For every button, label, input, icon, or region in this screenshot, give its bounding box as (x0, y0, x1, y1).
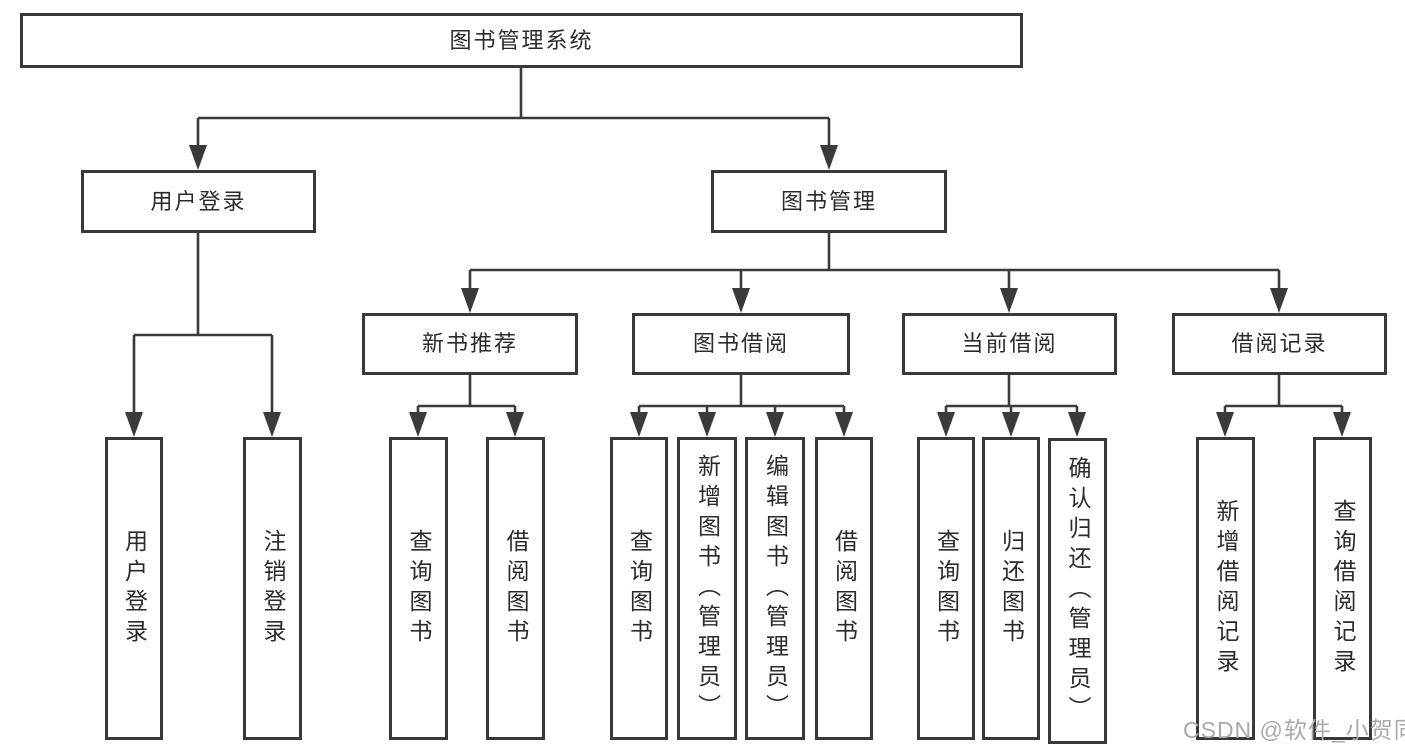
node-new-book-recommend-label: 新书推荐 (421, 331, 518, 356)
leaf-br-add-record-label: 新增借阅记录 (1213, 498, 1239, 679)
node-root-label: 图书管理系统 (449, 27, 594, 53)
leaf-cb-query-books: 查询图书 (917, 437, 975, 740)
node-root: 图书管理系统 (20, 13, 1023, 68)
leaf-br-query-record: 查询借阅记录 (1313, 437, 1372, 740)
node-borrowing-records-label: 借阅记录 (1231, 331, 1328, 356)
leaf-user-login: 用户登录 (105, 437, 163, 740)
leaf-cb-return-books: 归还图书 (982, 437, 1040, 740)
node-current-borrowing-label: 当前借阅 (961, 331, 1058, 356)
leaf-nbr-query-books-label: 查询图书 (406, 528, 432, 649)
leaf-bb-edit-book-admin-label: 编辑图书（管理员） (762, 453, 789, 724)
watermark: CSDN @软件_小贺同学 (1183, 717, 1405, 743)
leaf-cb-return-books-label: 归还图书 (998, 528, 1025, 649)
leaf-bb-borrow-books: 借阅图书 (815, 437, 873, 740)
leaf-bb-query-books-label: 查询图书 (626, 528, 653, 649)
leaf-cb-confirm-return-admin-label: 确认归还（管理员） (1065, 456, 1091, 726)
leaf-nbr-borrow-books-label: 借阅图书 (503, 528, 529, 649)
leaf-br-query-record-label: 查询借阅记录 (1330, 498, 1356, 679)
node-borrowing-records: 借阅记录 (1172, 313, 1387, 375)
node-current-borrowing: 当前借阅 (902, 313, 1117, 375)
node-new-book-recommend: 新书推荐 (362, 313, 578, 375)
node-book-management-label: 图书管理 (780, 188, 877, 214)
node-book-management: 图书管理 (711, 170, 947, 233)
leaf-cb-query-books-label: 查询图书 (933, 528, 960, 649)
leaf-bb-query-books: 查询图书 (610, 437, 668, 740)
leaf-cb-confirm-return-admin: 确认归还（管理员） (1048, 438, 1107, 744)
leaf-br-add-record: 新增借阅记录 (1196, 437, 1255, 740)
leaf-bb-add-book-admin: 新增图书（管理员） (677, 437, 737, 740)
leaf-nbr-query-books: 查询图书 (389, 437, 448, 740)
leaf-logout-label: 注销登录 (260, 528, 286, 649)
leaf-nbr-borrow-books: 借阅图书 (486, 437, 545, 740)
node-user-login-label: 用户登录 (150, 188, 247, 214)
leaf-bb-add-book-admin-label: 新增图书（管理员） (694, 453, 721, 724)
node-user-login: 用户登录 (81, 170, 316, 233)
leaf-logout: 注销登录 (243, 437, 302, 740)
leaf-bb-borrow-books-label: 借阅图书 (831, 528, 858, 649)
leaf-user-login-label: 用户登录 (121, 528, 148, 649)
node-book-borrowing-label: 图书借阅 (692, 331, 789, 356)
node-book-borrowing: 图书借阅 (632, 313, 850, 375)
leaf-bb-edit-book-admin: 编辑图书（管理员） (745, 437, 805, 740)
